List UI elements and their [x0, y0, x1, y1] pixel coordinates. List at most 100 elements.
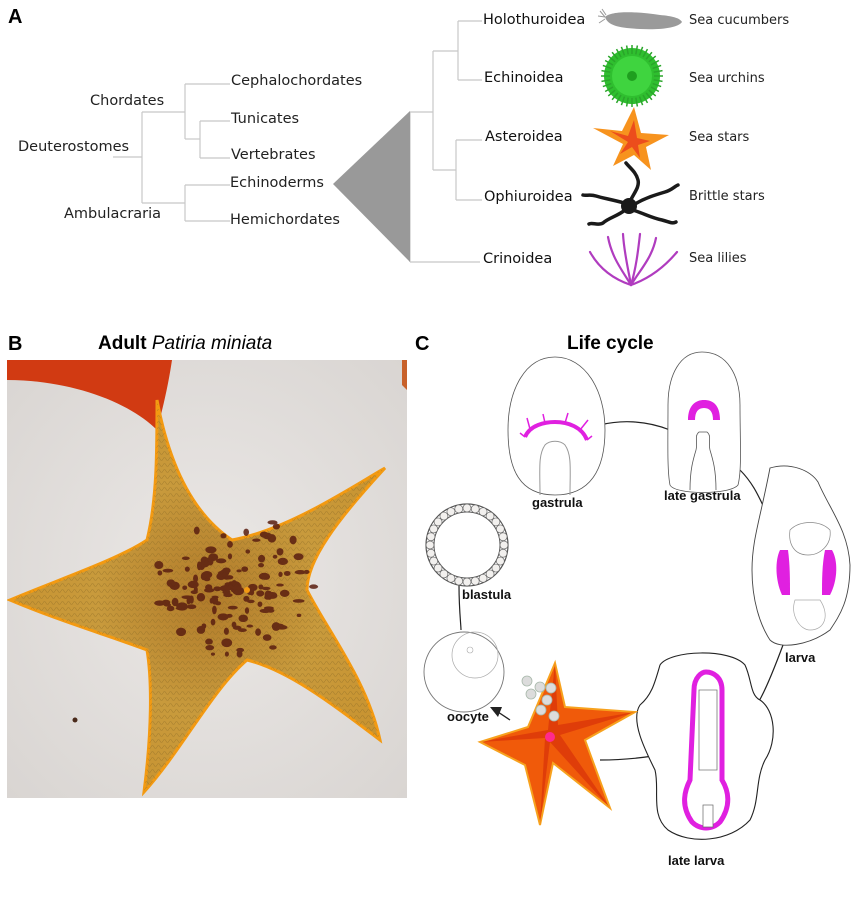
class-label-echinoidea: Echinoidea [484, 70, 564, 86]
dark-patch [157, 570, 163, 576]
urchin-spine [652, 64, 662, 70]
dark-patch [186, 596, 191, 605]
dark-patch [181, 556, 190, 561]
tree-label-echinoderms: Echinoderms [230, 175, 324, 191]
blastula-cell [425, 540, 435, 550]
stage-label-oocyte: oocyte [447, 709, 489, 724]
dark-patch [271, 622, 281, 631]
blastula-cell [499, 540, 509, 550]
blastula-cell [495, 524, 505, 534]
sea-urchin-icon [601, 45, 663, 107]
dark-patch [236, 569, 242, 573]
urchin-spine [607, 89, 616, 97]
urchin-spine [601, 69, 611, 73]
urchin-spine [653, 79, 663, 83]
class-label-asteroidea: Asteroidea [485, 129, 563, 145]
blastula-cell [446, 507, 456, 517]
dark-patch [236, 650, 243, 658]
urchin-spine [604, 86, 614, 93]
blastula-cell [426, 548, 436, 558]
blastula-cell [470, 576, 480, 586]
dark-patch [163, 603, 172, 607]
dark-patch [212, 605, 217, 615]
urchin-spine [602, 64, 612, 70]
blastula-cell [462, 577, 472, 587]
urchin-spine [620, 96, 626, 106]
dark-patch [246, 624, 254, 628]
dark-patch [187, 580, 199, 589]
urchin-spine [611, 51, 619, 60]
blastula-cell [498, 532, 508, 542]
dark-patch [294, 570, 307, 575]
dark-patch [267, 520, 278, 525]
dark-patch [255, 628, 262, 636]
brittle-star-icon [581, 161, 680, 226]
dark-patch [244, 607, 250, 614]
urchin-spine [648, 89, 657, 97]
dark-patch [237, 628, 247, 633]
class-label-holothuroidea: Holothuroidea [483, 12, 586, 28]
blastula-cell [478, 573, 488, 583]
adult-sea-star-photo [7, 360, 407, 798]
urchin-spine [601, 79, 611, 83]
dark-patch [166, 579, 176, 587]
dark-patch [292, 599, 305, 603]
blastula-cell [429, 524, 439, 534]
dark-patch [256, 590, 265, 597]
gametes [521, 675, 560, 722]
dark-patch [223, 592, 233, 598]
dark-patch [204, 587, 215, 593]
urchin-spine [635, 97, 639, 107]
dark-patch [196, 625, 206, 634]
blastula-cell [462, 503, 472, 513]
dark-patch [272, 554, 278, 559]
urchin-spine [645, 51, 653, 60]
dark-patch [176, 627, 187, 637]
blastula-illustration [425, 503, 509, 587]
common-label-sea-lilies: Sea lilies [689, 251, 747, 266]
dark-patch [217, 570, 230, 577]
blastula-cell [426, 532, 436, 542]
dark-patch [196, 561, 202, 571]
larva-illustration [751, 465, 851, 646]
dark-patch [249, 588, 255, 596]
urchin-spine [602, 82, 612, 88]
panel-b-title-bold: Adult [98, 333, 147, 354]
urchin-spine [604, 59, 614, 66]
common-label-brittle-stars: Brittle stars [689, 189, 765, 204]
panel-c-letter: C [415, 333, 430, 355]
dark-patch [232, 582, 239, 588]
dark-patch [190, 590, 198, 595]
common-label-sea-cucumbers: Sea cucumbers [689, 13, 790, 28]
dark-patch [247, 583, 258, 592]
dark-patch [205, 644, 215, 651]
dark-patch [276, 548, 284, 556]
life-cycle-adult-star [477, 659, 639, 826]
dark-patch [204, 557, 215, 562]
class-label-ophiuroidea: Ophiuroidea [484, 189, 573, 205]
tree-label-cephalochordates: Cephalochordates [231, 73, 363, 89]
dark-patch [272, 523, 281, 530]
urchin-spine [650, 86, 660, 93]
blastula-cell [485, 511, 495, 521]
stage-label-late-gastrula: late gastrula [664, 488, 741, 503]
dark-patch [277, 557, 288, 566]
stage-label-late-larva: late larva [668, 853, 725, 868]
dark-patch [154, 561, 164, 570]
urchin-spine [642, 48, 649, 58]
dark-patch [219, 585, 232, 592]
panel-b-title: Adult Patiria miniata [98, 333, 272, 355]
blastula-cell [478, 507, 488, 517]
panel-a-letter: A [8, 6, 23, 28]
sea-lily-icon [588, 232, 679, 287]
urchin-spine [615, 94, 622, 104]
urchin-spine [611, 92, 619, 101]
panel-b-letter: B [8, 333, 23, 355]
dark-patch [245, 549, 251, 554]
common-label-sea-urchins: Sea urchins [689, 71, 765, 86]
urchin-spine [653, 69, 663, 73]
dark-patch [210, 652, 216, 656]
dark-patch [213, 586, 222, 592]
dark-patch [175, 606, 186, 611]
common-label-sea-stars: Sea stars [689, 130, 750, 145]
